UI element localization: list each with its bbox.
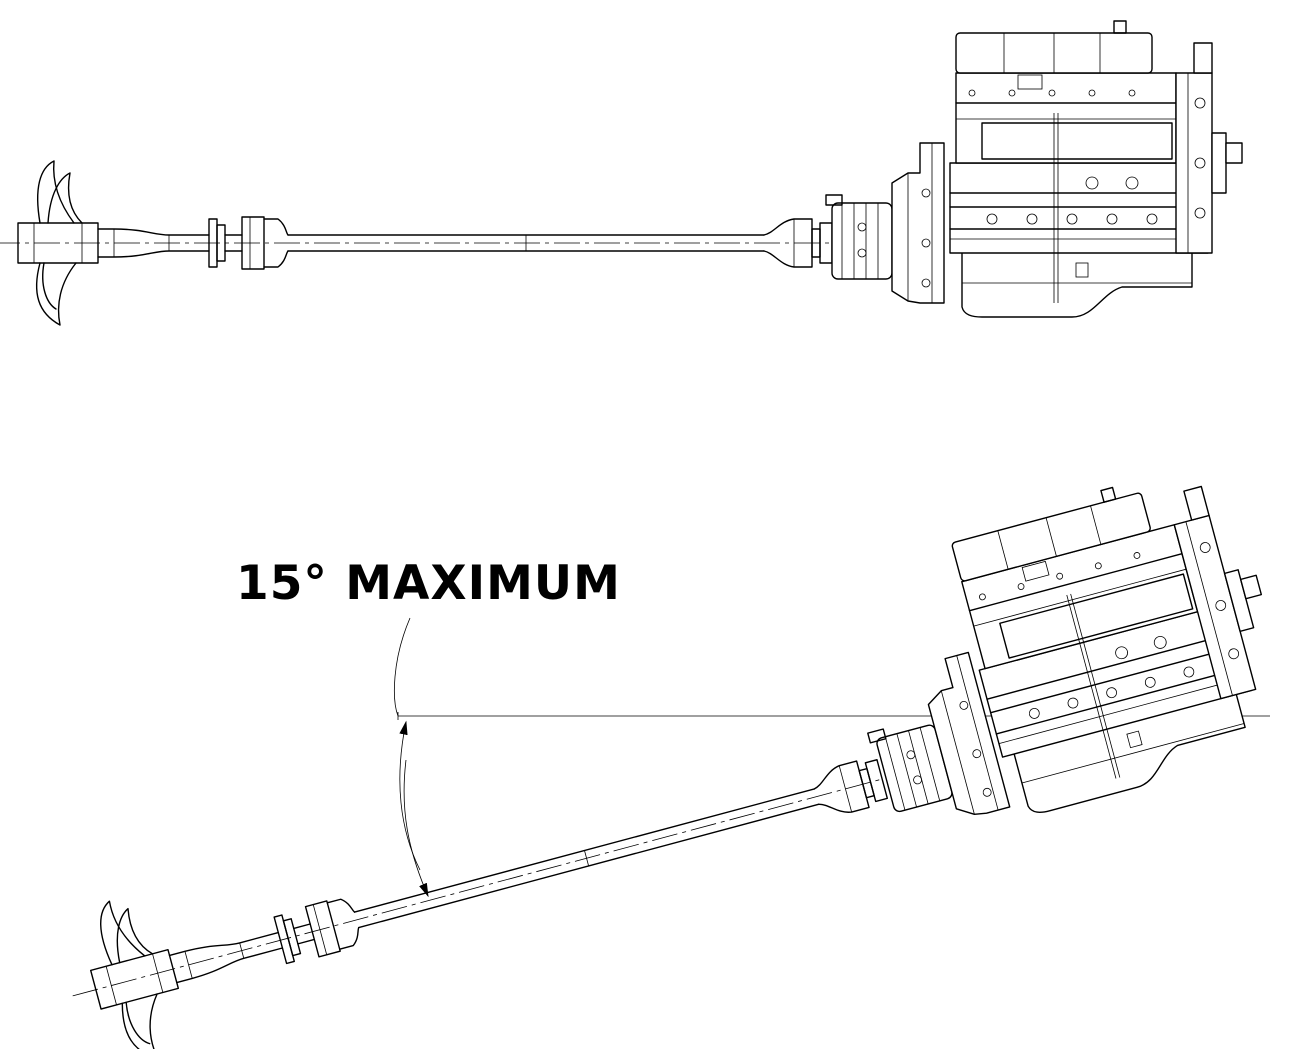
horizontal-installation [0,20,1243,326]
propeller-shaft-line [0,160,835,326]
engine-gearbox [822,456,1292,852]
engine-gearbox [825,20,1243,318]
angle-arc-lower-arrow [403,759,429,898]
propeller-shaft-line [50,698,906,1049]
angle-arc-upper-arrow [399,720,421,871]
angle-label: 15° MAXIMUM [236,556,621,611]
inclined-installation [50,456,1292,1049]
angle-dimension-arc [394,617,411,717]
